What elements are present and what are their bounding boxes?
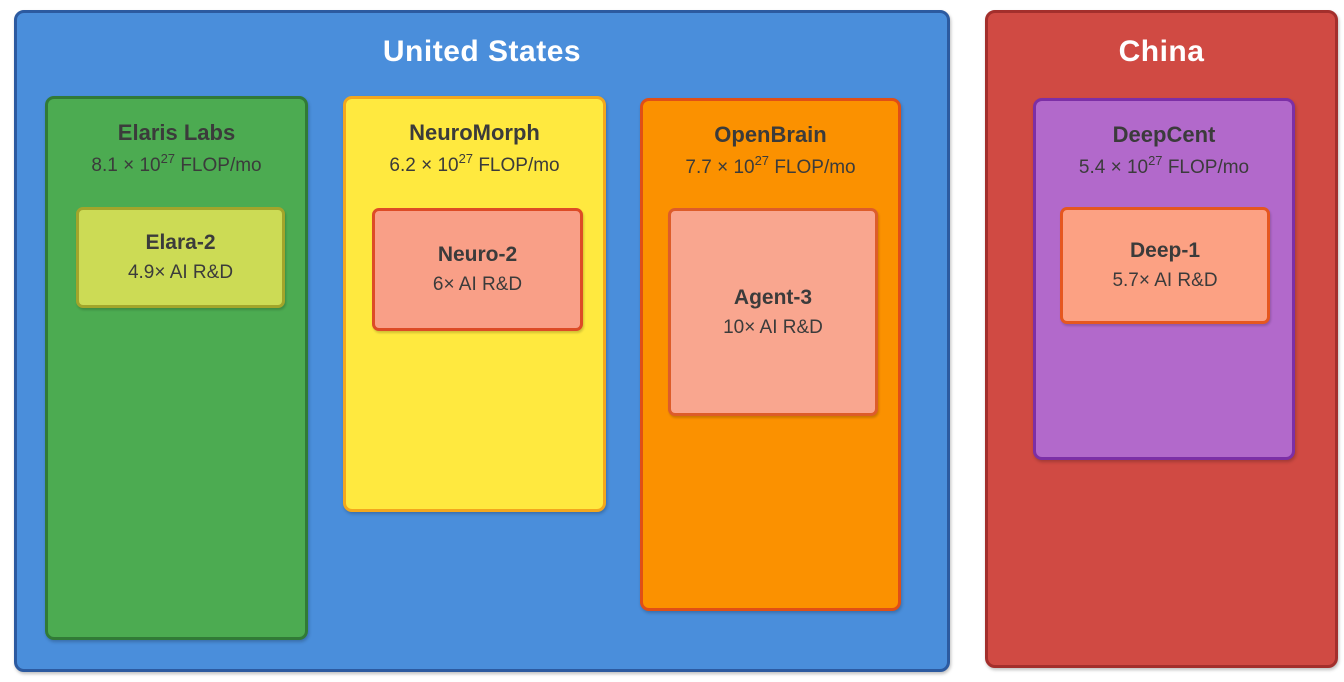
flop-base: 7.7 × 10 bbox=[685, 157, 755, 178]
flop-base: 8.1 × 10 bbox=[91, 155, 161, 176]
flop-exponent: 27 bbox=[754, 152, 770, 168]
company-flop-elaris-labs: 8.1 × 1027 FLOP/mo bbox=[48, 152, 305, 177]
model-rnd-neuro-2: 6× AI R&D bbox=[432, 274, 523, 295]
model-box-neuro-2: Neuro-2 6× AI R&D bbox=[372, 208, 583, 331]
model-name-neuro-2: Neuro-2 bbox=[437, 243, 518, 266]
flop-suffix: FLOP/mo bbox=[473, 155, 560, 176]
country-title-united-states: United States bbox=[382, 35, 582, 68]
flop-suffix: FLOP/mo bbox=[175, 155, 262, 176]
country-box-china: China DeepCent 5.4 × 1027 FLOP/mo Deep-1… bbox=[985, 10, 1338, 668]
company-name-deepcent: DeepCent bbox=[1112, 122, 1216, 147]
model-rnd-deep-1: 5.7× AI R&D bbox=[1112, 270, 1218, 291]
model-box-elara-2: Elara-2 4.9× AI R&D bbox=[76, 207, 285, 308]
model-box-agent-3: Agent-3 10× AI R&D bbox=[668, 208, 878, 416]
model-rnd-elara-2: 4.9× AI R&D bbox=[127, 262, 234, 283]
flop-suffix: FLOP/mo bbox=[769, 157, 856, 178]
country-title-china: China bbox=[1118, 35, 1205, 68]
company-box-openbrain: OpenBrain 7.7 × 1027 FLOP/mo Agent-3 10×… bbox=[640, 98, 901, 611]
model-name-agent-3: Agent-3 bbox=[733, 285, 813, 309]
flop-exponent: 27 bbox=[1148, 152, 1163, 168]
country-box-united-states: United States Elaris Labs 8.1 × 1027 FLO… bbox=[14, 10, 950, 672]
company-flop-neuromorph: 6.2 × 1027 FLOP/mo bbox=[346, 152, 603, 177]
model-box-deep-1: Deep-1 5.7× AI R&D bbox=[1060, 207, 1270, 324]
flop-base: 6.2 × 10 bbox=[389, 155, 459, 176]
company-flop-openbrain: 7.7 × 1027 FLOP/mo bbox=[643, 154, 898, 179]
company-box-deepcent: DeepCent 5.4 × 1027 FLOP/mo Deep-1 5.7× … bbox=[1033, 98, 1295, 460]
company-name-openbrain: OpenBrain bbox=[714, 122, 827, 147]
flop-exponent: 27 bbox=[160, 150, 176, 166]
company-name-neuromorph: NeuroMorph bbox=[409, 120, 540, 145]
flop-exponent: 27 bbox=[458, 150, 474, 166]
company-box-elaris-labs: Elaris Labs 8.1 × 1027 FLOP/mo Elara-2 4… bbox=[45, 96, 308, 640]
model-name-elara-2: Elara-2 bbox=[145, 231, 216, 254]
flop-suffix: FLOP/mo bbox=[1162, 157, 1250, 178]
company-box-neuromorph: NeuroMorph 6.2 × 1027 FLOP/mo Neuro-2 6×… bbox=[343, 96, 606, 512]
company-flop-deepcent: 5.4 × 1027 FLOP/mo bbox=[1036, 154, 1292, 179]
model-rnd-agent-3: 10× AI R&D bbox=[723, 316, 823, 338]
company-name-elaris-labs: Elaris Labs bbox=[117, 120, 236, 145]
flop-base: 5.4 × 10 bbox=[1078, 157, 1149, 178]
model-name-deep-1: Deep-1 bbox=[1129, 239, 1201, 262]
